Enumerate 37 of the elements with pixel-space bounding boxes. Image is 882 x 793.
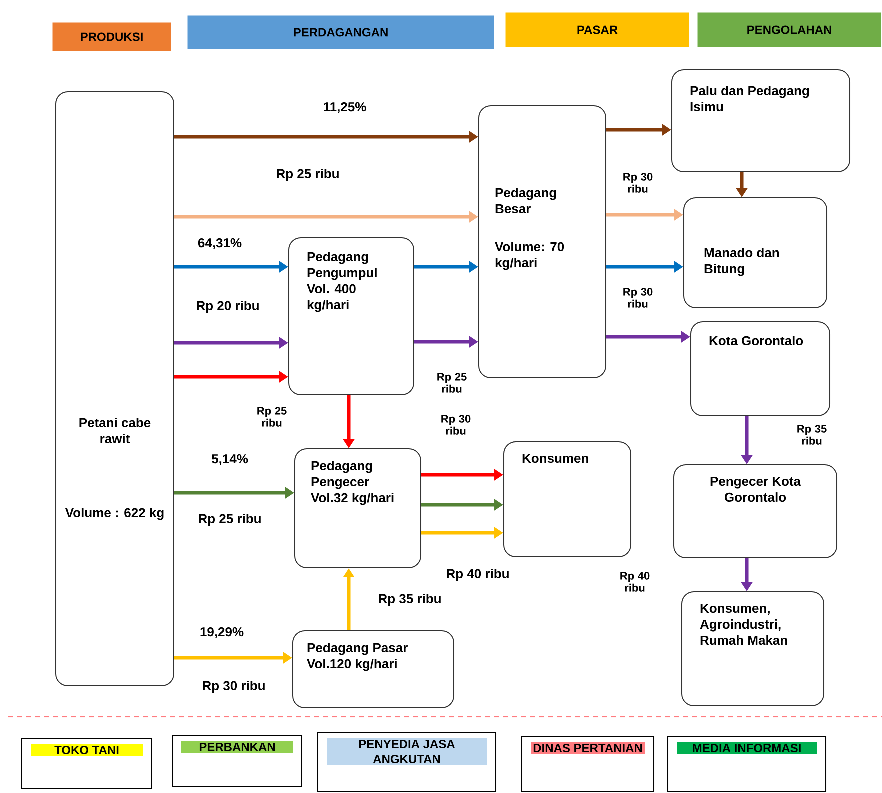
- flow-label: 11,25%: [324, 102, 366, 114]
- stage-header-band: PERDAGANGAN: [186, 14, 496, 51]
- actor-box: Konsumen: [504, 442, 632, 558]
- actor-box: Petani cabe rawit Volume : 622 kg: [56, 92, 174, 686]
- price-label: Rp 40 ribu: [620, 572, 650, 592]
- price-label: Rp 25 ribu: [258, 407, 287, 427]
- flow-label: Rp 30 ribu: [203, 680, 265, 694]
- flow-label: Rp 25 ribu: [277, 168, 339, 182]
- flow-label: Rp 35 ribu: [379, 594, 441, 606]
- stage-header-band: PENGOLAHAN: [696, 11, 882, 49]
- support-box: TOKO TANI: [22, 738, 152, 790]
- price-label: Rp 30 ribu: [624, 288, 653, 308]
- actor-box: Pedagang Besar Volume: 70 kg/hari: [478, 106, 606, 378]
- actor-box: Konsumen, Agroindustri, Rumah Makan: [682, 592, 825, 706]
- stage-header-band: PASAR: [504, 11, 691, 49]
- flow-label: 19,29%: [200, 627, 244, 639]
- price-label: Rp 25 ribu: [438, 373, 467, 393]
- actor-box: Pedagang Pasar Vol.120 kg/hari: [292, 630, 454, 708]
- actor-box: Pedagang Pengumpul Vol. 400 kg/hari: [288, 238, 414, 396]
- flow-label: Rp 25 ribu: [199, 514, 261, 526]
- actor-box: Pengecer Kota Gorontalo: [674, 464, 838, 558]
- support-box: DINAS PERTANIAN: [522, 736, 654, 792]
- flow-label: 64,31%: [198, 238, 242, 250]
- support-box: PERBANKAN: [172, 736, 302, 788]
- price-label: Rp 35 ribu: [798, 425, 827, 445]
- flow-label: 5,14%: [212, 454, 248, 466]
- actor-box: Palu dan Pedagang Isimu: [672, 70, 851, 172]
- stage-header-band: PRODUKSI: [51, 21, 173, 53]
- actor-box: Kota Gorontalo: [690, 322, 830, 416]
- flow-label: Rp 20 ribu: [197, 300, 259, 314]
- flow-label: Rp 40 ribu: [447, 568, 509, 582]
- support-box: PENYEDIA JASA ANGKUTAN: [318, 732, 496, 792]
- actor-box: Pedagang Pengecer Vol.32 kg/hari: [294, 448, 422, 568]
- actor-box: Manado dan Bitung: [684, 198, 828, 308]
- price-label: Rp 30 ribu: [624, 173, 653, 193]
- price-label: Rp 30 ribu: [442, 415, 471, 435]
- support-box: MEDIA INFORMASI: [668, 736, 827, 792]
